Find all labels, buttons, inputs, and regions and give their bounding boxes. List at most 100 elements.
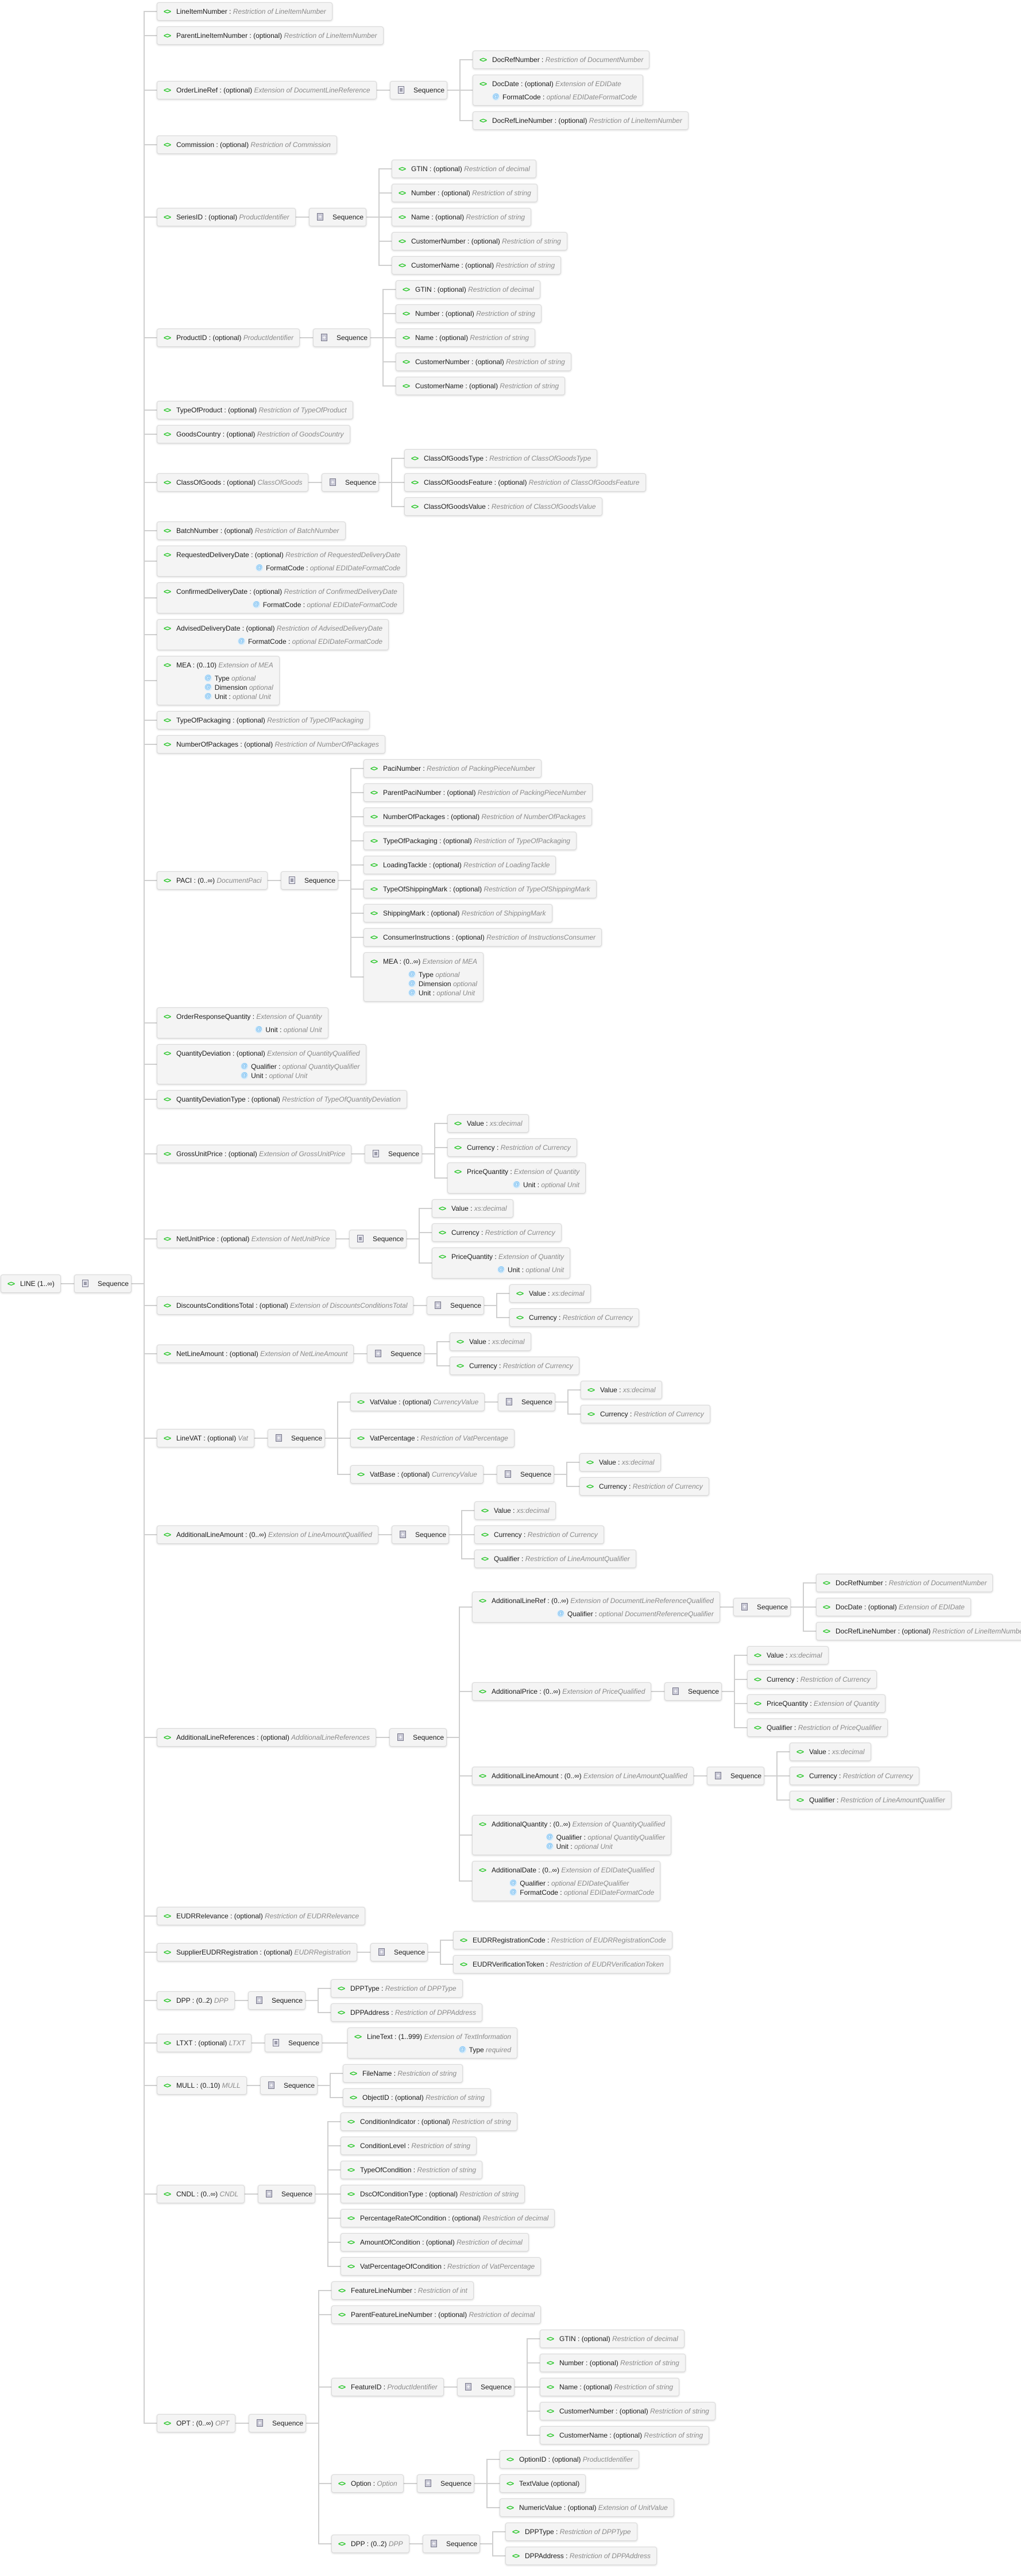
element-node-class-of-goods[interactable]: ClassOfGoods : (optional) ClassOfGoods [157, 473, 309, 492]
element-node-type-of-product[interactable]: TypeOfProduct : (optional) Restriction o… [157, 401, 353, 419]
element-node-name[interactable]: Name : (optional) Restriction of string [396, 329, 536, 347]
element-node-e-u-d-r-registration-code[interactable]: EUDRRegistrationCode : Restriction of EU… [453, 1931, 672, 1949]
sequence-compositor[interactable]: Sequence [309, 208, 366, 226]
element-node-c-n-d-l[interactable]: CNDL : (0..∞) CNDL [157, 2185, 245, 2203]
sequence-compositor[interactable]: Sequence [389, 1728, 447, 1747]
element-node-line-text[interactable]: LineText : (1..999) Extension of TextInf… [347, 2027, 518, 2059]
element-node-confirmed-delivery-date[interactable]: ConfirmedDeliveryDate : (optional) Restr… [157, 582, 404, 613]
element-node-doc-date[interactable]: DocDate : (optional) Extension of EDIDat… [473, 75, 644, 106]
element-node-l-i-n-e[interactable]: LINE (1..∞) [1, 1275, 61, 1293]
element-node-doc-ref-line-number[interactable]: DocRefLineNumber : (optional) Restrictio… [473, 111, 689, 130]
element-node-number-of-packages[interactable]: NumberOfPackages : (optional) Restrictio… [363, 808, 592, 826]
element-node-additional-price[interactable]: AdditionalPrice : (0..∞) Extension of Pr… [472, 1682, 652, 1701]
element-node-vat-base[interactable]: VatBase : (optional) CurrencyValue [350, 1465, 484, 1484]
element-node-condition-level[interactable]: ConditionLevel : Restriction of string [341, 2137, 477, 2155]
element-node-consumer-instructions[interactable]: ConsumerInstructions : (optional) Restri… [363, 928, 602, 947]
element-node-value[interactable]: Value : xs:decimal [747, 1646, 829, 1664]
sequence-compositor[interactable]: Sequence [392, 1525, 449, 1544]
element-node-net-line-amount[interactable]: NetLineAmount : (optional) Extension of … [157, 1345, 354, 1363]
element-node-currency[interactable]: Currency : Restriction of Currency [509, 1308, 639, 1327]
element-node-parent-paci-number[interactable]: ParentPaciNumber : (optional) Restrictio… [363, 783, 593, 802]
element-node-currency[interactable]: Currency : Restriction of Currency [432, 1223, 562, 1242]
element-node-loading-tackle[interactable]: LoadingTackle : (optional) Restriction o… [363, 856, 556, 874]
element-node-price-quantity[interactable]: PriceQuantity : Extension of Quantity [747, 1694, 886, 1713]
element-node-value[interactable]: Value : xs:decimal [581, 1381, 662, 1399]
element-node-customer-name[interactable]: CustomerName : (optional) Restriction of… [540, 2426, 710, 2444]
element-node-value[interactable]: Value : xs:decimal [474, 1501, 556, 1520]
sequence-compositor[interactable]: Sequence [497, 1465, 554, 1484]
element-node-option[interactable]: Option : Option [331, 2474, 404, 2493]
element-node-product-i-d[interactable]: ProductID : (optional) ProductIdentifier [157, 329, 300, 347]
element-node-text-value[interactable]: TextValue (optional) [500, 2474, 586, 2493]
element-node-line-v-a-t[interactable]: LineVAT : (optional) Vat [157, 1429, 254, 1447]
element-node-vat-percentage-of-condition[interactable]: VatPercentageOfCondition : Restriction o… [341, 2257, 542, 2276]
element-node-currency[interactable]: Currency : Restriction of Currency [474, 1525, 604, 1544]
element-node-shipping-mark[interactable]: ShippingMark : (optional) Restriction of… [363, 904, 552, 922]
sequence-compositor[interactable]: Sequence [313, 329, 370, 347]
element-node-vat-value[interactable]: VatValue : (optional) CurrencyValue [350, 1393, 485, 1411]
element-node-currency[interactable]: Currency : Restriction of Currency [747, 1670, 877, 1689]
element-node-class-of-goods-feature[interactable]: ClassOfGoodsFeature : (optional) Restric… [404, 473, 646, 492]
element-node-customer-name[interactable]: CustomerName : (optional) Restriction of… [396, 377, 566, 395]
element-node-supplier-e-u-d-r-registration[interactable]: SupplierEUDRRegistration : (optional) EU… [157, 1943, 357, 1961]
element-node-doc-ref-number[interactable]: DocRefNumber : Restriction of DocumentNu… [816, 1574, 993, 1592]
element-node-doc-date[interactable]: DocDate : (optional) Extension of EDIDat… [816, 1598, 971, 1616]
element-node-g-t-i-n[interactable]: GTIN : (optional) Restriction of decimal [396, 280, 540, 299]
element-node-qualifier[interactable]: Qualifier : Restriction of LineAmountQua… [790, 1791, 952, 1809]
element-node-series-i-d[interactable]: SeriesID : (optional) ProductIdentifier [157, 208, 296, 226]
element-node-additional-line-references[interactable]: AdditionalLineReferences : (optional) Ad… [157, 1728, 376, 1747]
element-node-additional-quantity[interactable]: AdditionalQuantity : (0..∞) Extension of… [472, 1815, 672, 1855]
element-node-price-quantity[interactable]: PriceQuantity : Extension of QuantityUni… [447, 1163, 586, 1194]
element-node-d-p-p[interactable]: DPP : (0..2) DPP [157, 1991, 235, 2010]
element-node-class-of-goods-value[interactable]: ClassOfGoodsValue : Restriction of Class… [404, 497, 602, 516]
sequence-compositor[interactable]: Sequence [367, 1345, 424, 1363]
element-node-customer-number[interactable]: CustomerNumber : (optional) Restriction … [540, 2402, 716, 2420]
element-node-advised-delivery-date[interactable]: AdvisedDeliveryDate : (optional) Restric… [157, 619, 389, 650]
element-node-type-of-packaging[interactable]: TypeOfPackaging : (optional) Restriction… [157, 711, 370, 729]
element-node-discounts-conditions-total[interactable]: DiscountsConditionsTotal : (optional) Ex… [157, 1296, 414, 1315]
element-node-line-item-number[interactable]: LineItemNumber : Restriction of LineItem… [157, 2, 332, 21]
element-node-d-p-p-type[interactable]: DPPType : Restriction of DPPType [505, 2523, 637, 2541]
element-node-customer-name[interactable]: CustomerName : (optional) Restriction of… [392, 256, 562, 275]
element-node-additional-line-ref[interactable]: AdditionalLineRef : (0..∞) Extension of … [472, 1592, 720, 1623]
element-node-d-p-p[interactable]: DPP : (0..2) DPP [331, 2535, 409, 2553]
element-node-file-name[interactable]: FileName : Restriction of string [343, 2064, 463, 2083]
element-node-net-unit-price[interactable]: NetUnitPrice : (optional) Extension of N… [157, 1230, 337, 1248]
element-node-dsc-of-condition-type[interactable]: DscOfConditionType : (optional) Restrict… [341, 2185, 525, 2203]
sequence-compositor[interactable]: Sequence [281, 871, 338, 890]
sequence-compositor[interactable]: Sequence [427, 1296, 484, 1315]
element-node-requested-delivery-date[interactable]: RequestedDeliveryDate : (optional) Restr… [157, 546, 407, 577]
element-node-type-of-condition[interactable]: TypeOfCondition : Restriction of string [341, 2161, 483, 2179]
sequence-compositor[interactable]: Sequence [249, 2414, 306, 2432]
element-node-qualifier[interactable]: Qualifier : Restriction of LineAmountQua… [474, 1550, 636, 1568]
element-node-currency[interactable]: Currency : Restriction of Currency [790, 1767, 919, 1785]
element-node-qualifier[interactable]: Qualifier : Restriction of PriceQualifie… [747, 1718, 888, 1737]
sequence-compositor[interactable]: Sequence [417, 2474, 474, 2493]
sequence-compositor[interactable]: Sequence [268, 1429, 325, 1447]
element-node-batch-number[interactable]: BatchNumber : (optional) Restriction of … [157, 522, 346, 540]
sequence-compositor[interactable]: Sequence [370, 1943, 428, 1961]
sequence-compositor[interactable]: Sequence [349, 1230, 407, 1248]
element-node-vat-percentage[interactable]: VatPercentage : Restriction of VatPercen… [350, 1429, 515, 1447]
element-node-currency[interactable]: Currency : Restriction of Currency [581, 1405, 710, 1423]
element-node-number[interactable]: Number : (optional) Restriction of strin… [396, 304, 542, 323]
sequence-compositor[interactable]: Sequence [265, 2034, 322, 2052]
element-node-value[interactable]: Value : xs:decimal [509, 1284, 591, 1303]
element-node-percentage-rate-of-condition[interactable]: PercentageRateOfCondition : (optional) R… [341, 2209, 555, 2227]
element-node-feature-line-number[interactable]: FeatureLineNumber : Restriction of int [331, 2281, 474, 2300]
element-node-currency[interactable]: Currency : Restriction of Currency [447, 1138, 577, 1157]
element-node-o-p-t[interactable]: OPT : (0..∞) OPT [157, 2414, 236, 2432]
element-node-currency[interactable]: Currency : Restriction of Currency [579, 1477, 709, 1496]
element-node-d-p-p-type[interactable]: DPPType : Restriction of DPPType [331, 1979, 463, 1998]
element-node-d-p-p-address[interactable]: DPPAddress : Restriction of DPPAddress [331, 2003, 482, 2022]
element-node-m-e-a[interactable]: MEA : (0..∞) Extension of MEAType option… [363, 952, 484, 1002]
element-node-additional-date[interactable]: AdditionalDate : (0..∞) Extension of EDI… [472, 1861, 661, 1901]
element-node-number-of-packages[interactable]: NumberOfPackages : (optional) Restrictio… [157, 735, 385, 754]
element-node-order-line-ref[interactable]: OrderLineRef : (optional) Extension of D… [157, 81, 377, 99]
element-node-doc-ref-number[interactable]: DocRefNumber : Restriction of DocumentNu… [473, 51, 650, 69]
element-node-amount-of-condition[interactable]: AmountOfCondition : (optional) Restricti… [341, 2233, 529, 2251]
sequence-compositor[interactable]: Sequence [707, 1767, 764, 1785]
element-node-doc-ref-line-number[interactable]: DocRefLineNumber : (optional) Restrictio… [816, 1622, 1021, 1640]
element-node-name[interactable]: Name : (optional) Restriction of string [392, 208, 532, 226]
element-node-g-t-i-n[interactable]: GTIN : (optional) Restriction of decimal [392, 160, 536, 178]
